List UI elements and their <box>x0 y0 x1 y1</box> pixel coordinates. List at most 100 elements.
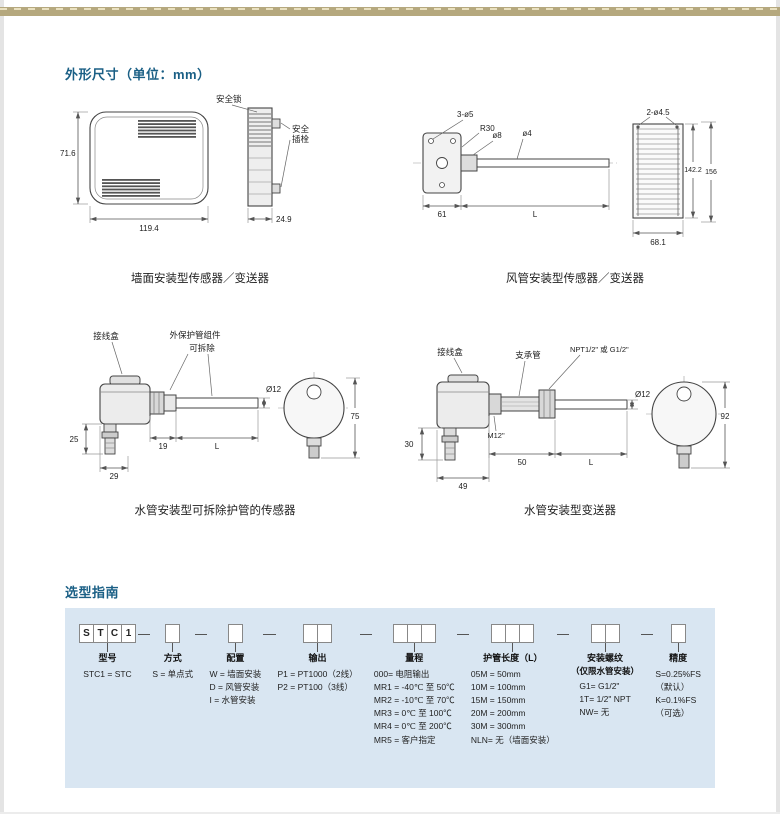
top-view <box>278 372 350 459</box>
col-title-thread: 安装螺纹 <box>587 653 624 663</box>
dim-gland: 25 <box>70 435 79 444</box>
dim-length: L <box>589 458 594 467</box>
dim-housing-w: 68.1 <box>650 238 666 247</box>
page-edge-left <box>0 0 4 814</box>
vent-slats-top <box>138 120 196 138</box>
safety-pin-bottom <box>271 183 281 194</box>
connector-tick <box>172 643 174 652</box>
code-cell-empty <box>590 624 606 643</box>
pipe-sensor-drawing: 接线盒 外保护管组件 可拆除 <box>70 330 360 481</box>
col-title-tube-length: 护管长度（L） <box>483 653 543 663</box>
connector-line <box>556 634 570 635</box>
dim-depth: 24.9 <box>276 215 292 224</box>
dim-length: L <box>215 442 220 451</box>
dim-fitting: 19 <box>159 442 168 451</box>
wall-mount-drawing: 安全锁 安全 插栓 71.6 119.4 24.9 <box>60 94 310 233</box>
dim-housing-h: 142.2 <box>684 167 702 174</box>
code-cell-empty <box>604 624 620 643</box>
safety-pin-top <box>271 118 281 129</box>
flange-and-probe <box>422 132 610 194</box>
label-protection-assembly: 外保护管组件 <box>169 330 221 340</box>
code-cells-thread <box>590 624 620 643</box>
col-title-mode: 方式 <box>163 653 182 663</box>
code-cell-empty <box>420 624 436 643</box>
code-cell-empty <box>406 624 422 643</box>
code-cell-empty <box>165 624 181 643</box>
callout-radius: R30 <box>480 124 495 133</box>
code-cell-empty <box>491 624 507 643</box>
caption-wall-mount: 墙面安装型传感器／变送器 <box>131 273 269 285</box>
connector-tick <box>604 643 606 652</box>
order-code-row: S T C 1 型号 STC1 = STC 方式 S = 单点式 <box>79 624 701 747</box>
caption-pipe-sensor: 水管安装型可拆除护管的传感器 <box>134 505 296 517</box>
col-options-mode: S = 单点式 <box>152 668 194 679</box>
section-title-selection-guide: 选型指南 <box>65 585 120 600</box>
col-options-accuracy: S=0.25%FS（默认）K=0.1%FS（可选） <box>655 668 701 719</box>
connector-line <box>456 634 469 635</box>
code-cell-empty <box>227 624 243 643</box>
connector-tick <box>234 643 236 652</box>
guide-col-model: S T C 1 型号 STC1 = STC <box>79 624 136 681</box>
connector-tick <box>317 643 319 652</box>
connector-tick <box>677 643 679 652</box>
code-cells-tube-length <box>491 624 535 643</box>
label-safety-pin-1: 安全 <box>292 124 310 134</box>
label-support-tube: 支承管 <box>515 350 541 360</box>
dimensions <box>73 111 273 223</box>
label-safety-lock: 安全锁 <box>216 94 242 104</box>
dimensions: 61 L 68.1 142.2 156 <box>422 121 717 247</box>
callouts: 3-ø5 R30 ø8 ø4 2-ø4.5 <box>432 108 677 160</box>
label-removable: 可拆除 <box>189 343 215 353</box>
col-subtitle-thread: （仅限水管安装） <box>571 665 640 676</box>
code-cells-mode <box>165 624 181 643</box>
dim-length: L <box>533 210 538 219</box>
dim-width: 119.4 <box>139 224 159 233</box>
code-cell-empty <box>392 624 408 643</box>
vent-slats-bottom <box>102 179 160 197</box>
code-cells-accuracy <box>670 624 686 643</box>
connector-line <box>195 634 208 635</box>
label-junction-box: 接线盒 <box>437 347 463 357</box>
label-junction-box: 接线盒 <box>93 331 119 341</box>
dim-support: 50 <box>518 458 527 467</box>
col-title-configuration: 配置 <box>226 653 245 663</box>
code-cells-output <box>303 624 333 643</box>
labels: 安全锁 安全 插栓 <box>216 94 310 188</box>
page-edge-right <box>776 0 780 814</box>
code-cell-empty <box>505 624 521 643</box>
labels: 接线盒 支承管 NPT1/2" 或 G1/2" M12" <box>437 344 629 440</box>
caption-pipe-transmitter: 水管安装型变送器 <box>524 505 616 517</box>
dim-dia: Ø12 <box>266 385 282 394</box>
col-title-range: 量程 <box>405 653 424 663</box>
dim-d8: ø8 <box>492 131 502 140</box>
connector-line <box>641 634 654 635</box>
dimensions: 30 49 50 L Ø12 92 <box>405 381 730 491</box>
page-edge-bottom <box>0 812 780 814</box>
col-title-accuracy: 精度 <box>669 653 688 663</box>
code-cells-configuration <box>227 624 243 643</box>
dim-box-w: 29 <box>110 472 119 481</box>
code-cell-empty <box>670 624 686 643</box>
top-view <box>646 376 722 469</box>
connector-line <box>138 634 151 635</box>
decorative-top-band <box>0 7 780 16</box>
labels: 接线盒 外保护管组件 可拆除 <box>93 330 221 397</box>
code-cells-range <box>392 624 436 643</box>
dimensions: 25 29 19 L Ø12 75 <box>70 377 360 481</box>
connector-line <box>359 634 372 635</box>
code-cell: C <box>107 624 122 643</box>
connector-line <box>263 634 276 635</box>
dim-d4: ø4 <box>522 129 532 138</box>
guide-col-accuracy: 精度 S=0.25%FS（默认）K=0.1%FS（可选） <box>655 624 701 720</box>
label-safety-pin-2: 插栓 <box>292 134 310 144</box>
duct-mount-drawing: 3-ø5 R30 ø8 ø4 2-ø4.5 <box>413 108 717 247</box>
connector-tick <box>107 643 108 652</box>
code-cells-model: S T C 1 <box>79 624 136 643</box>
